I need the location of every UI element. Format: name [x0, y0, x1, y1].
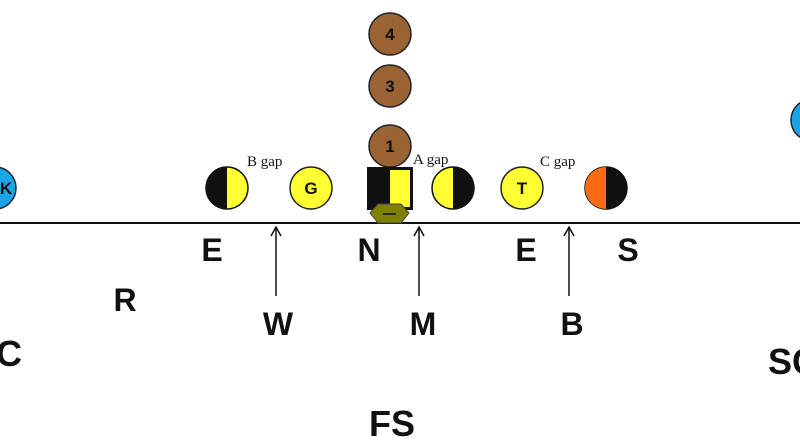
- w-arrow-head: [270, 225, 282, 237]
- a-gap-label: A gap: [413, 152, 448, 168]
- defense-c-left: C: [0, 333, 22, 374]
- back-3: 3: [368, 64, 412, 108]
- b-gap-label: B gap: [247, 154, 282, 170]
- tackle-label: T: [517, 179, 528, 198]
- defense-e-left: E: [201, 232, 222, 268]
- defense-fs: FS: [369, 403, 415, 444]
- defense-w: W: [263, 306, 294, 342]
- defense-m: M: [410, 306, 437, 342]
- ball-marker: [369, 203, 410, 224]
- c-gap-label: C gap: [540, 154, 575, 170]
- right-end-player: [584, 166, 628, 210]
- defense-s: S: [617, 232, 638, 268]
- defense-n: N: [357, 232, 380, 268]
- back-1-label: 1: [385, 137, 394, 156]
- defense-b: B: [560, 306, 583, 342]
- back-1: 1: [368, 124, 412, 168]
- guard-label: G: [304, 179, 317, 198]
- left-end-player: [205, 166, 249, 210]
- left-edge-player-label: K: [0, 179, 13, 198]
- right-center-player: [431, 166, 475, 210]
- center-player: [367, 167, 413, 210]
- defense-r: R: [113, 282, 136, 318]
- left-edge-player: K: [0, 166, 17, 210]
- back-3-label: 3: [385, 77, 394, 96]
- back-4: 4: [368, 12, 412, 56]
- b-arrow-head: [563, 225, 575, 237]
- right-edge-player: [790, 101, 800, 139]
- defense-sc-right: SC: [768, 341, 800, 382]
- tackle-player: T: [500, 166, 544, 210]
- m-arrow-head: [413, 225, 425, 237]
- defense-e-right: E: [515, 232, 536, 268]
- back-4-label: 4: [385, 25, 395, 44]
- guard-player: G: [289, 166, 333, 210]
